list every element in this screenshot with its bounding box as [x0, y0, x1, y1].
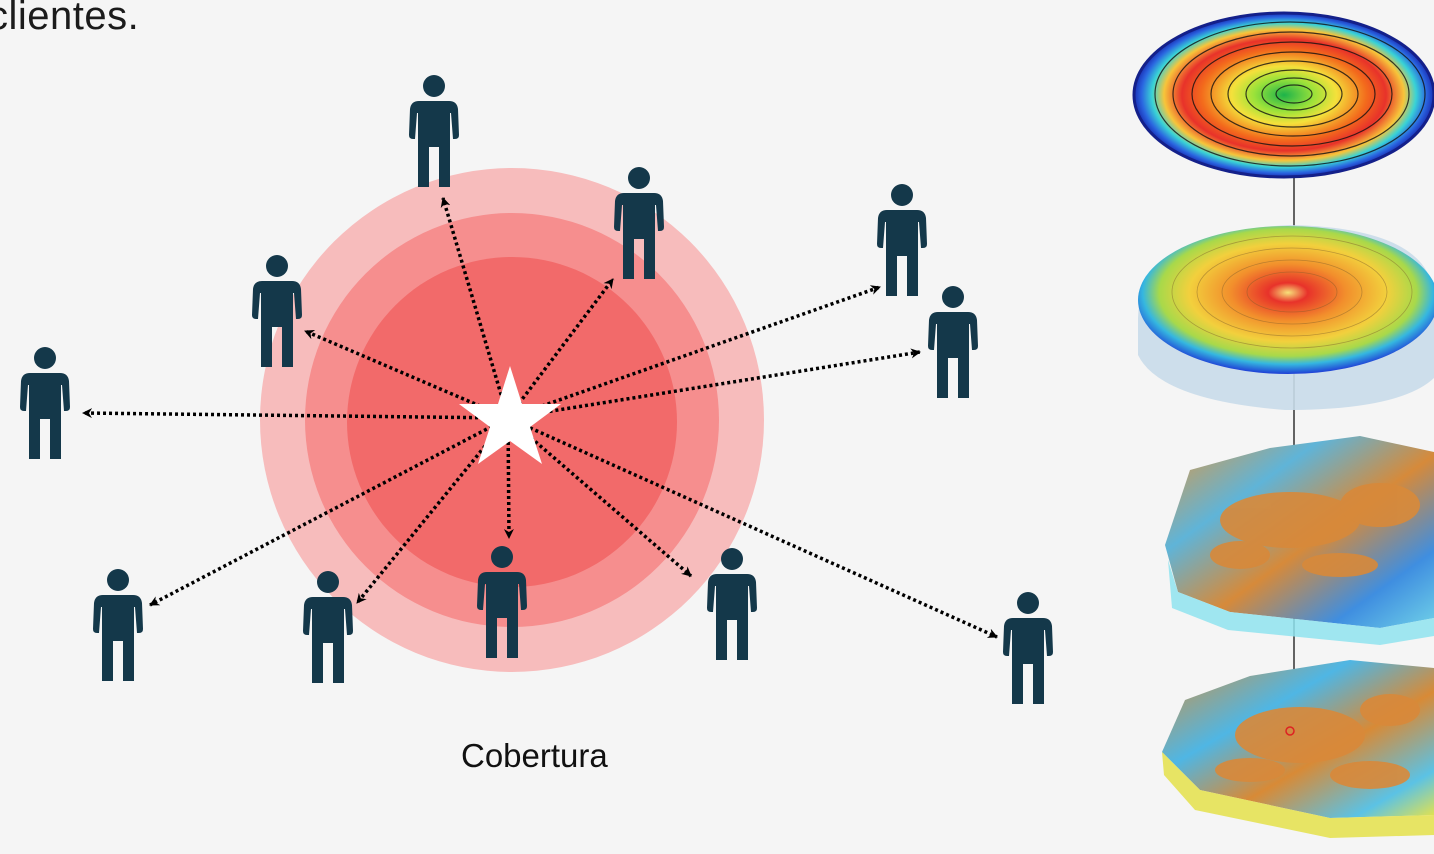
layer-stack-image — [1132, 11, 1434, 838]
arrow-lower-right — [506, 416, 693, 578]
person-icon — [1003, 592, 1053, 704]
arrow-lower-left — [355, 416, 510, 605]
coverage-caption: Cobertura — [461, 737, 608, 774]
arrow-lower-right-far — [507, 416, 998, 639]
arrow-upper-right — [506, 277, 615, 420]
arrow-lower-left-far — [149, 416, 509, 607]
person-icon — [20, 347, 70, 459]
person-icon — [877, 184, 927, 296]
arrow-up — [440, 197, 510, 419]
arrow-upper-left — [304, 329, 509, 420]
arrow-left — [82, 408, 509, 420]
star-icon — [459, 366, 561, 464]
header-text: clientes. — [0, 0, 140, 38]
person-icon — [409, 75, 459, 187]
person-icon — [93, 569, 143, 681]
person-icon — [928, 286, 978, 398]
